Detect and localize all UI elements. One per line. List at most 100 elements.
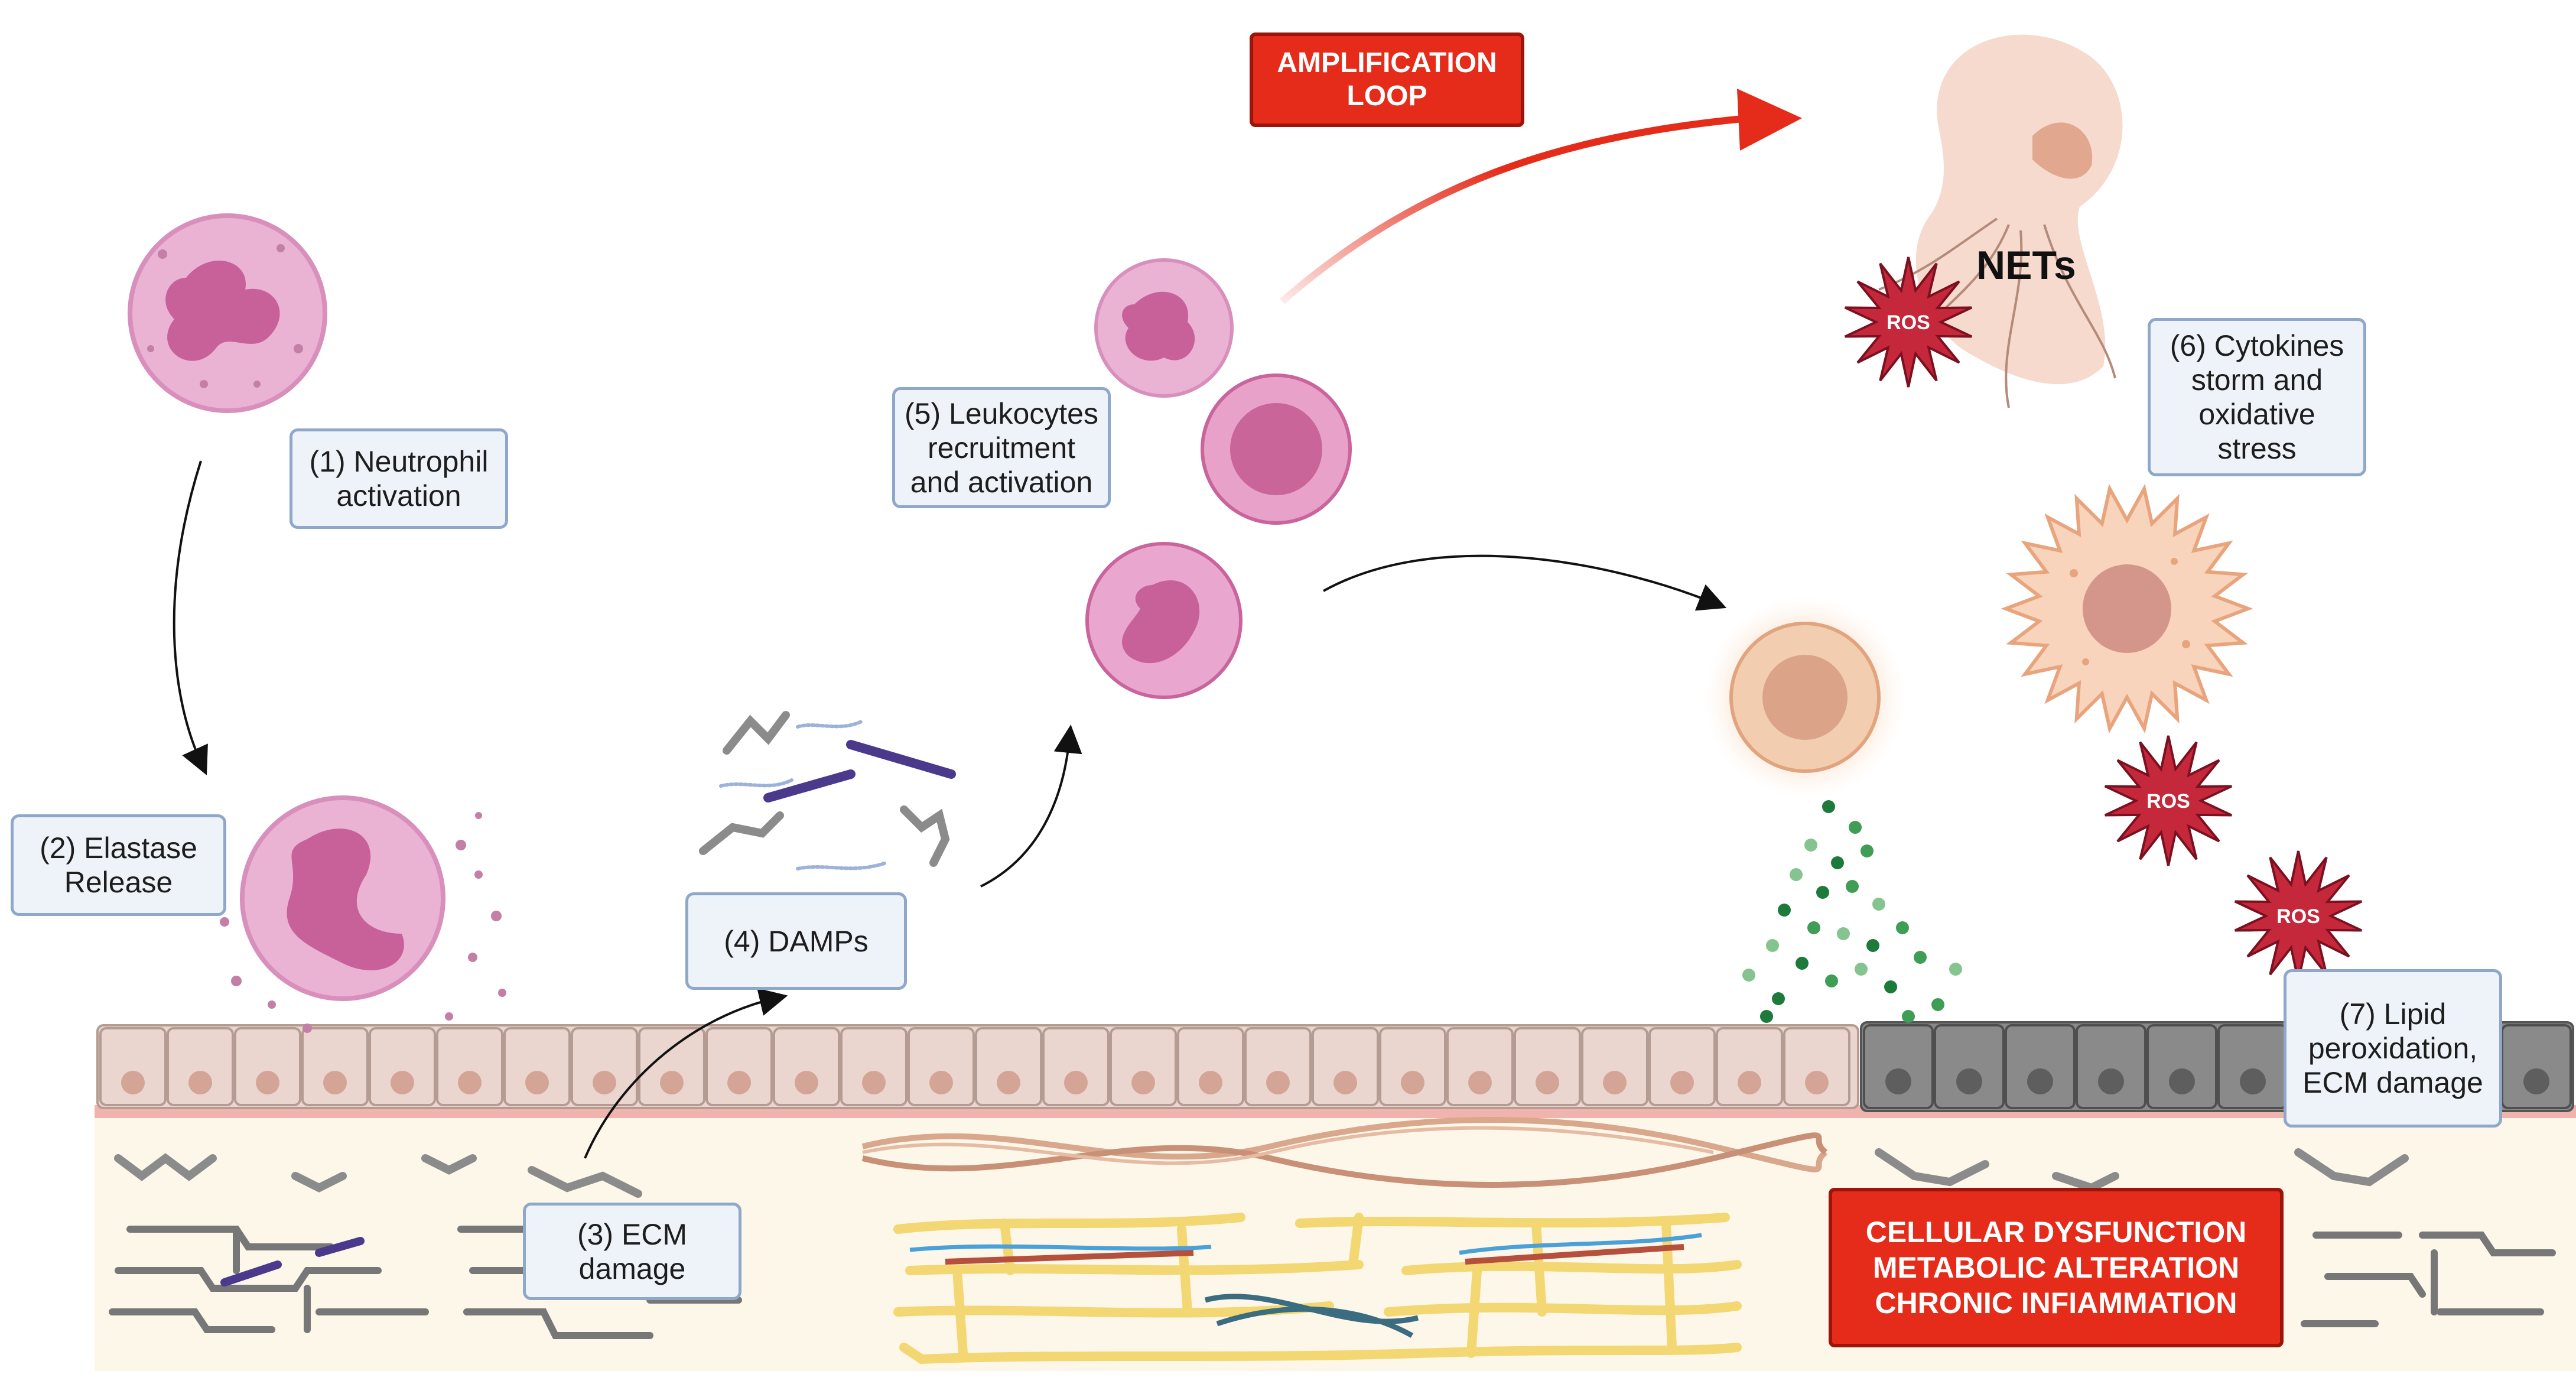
epithelial-cell-icon	[975, 1027, 1042, 1106]
cell-nucleus	[795, 1071, 818, 1094]
epithelial-cell-icon	[1379, 1027, 1446, 1106]
cell-nucleus	[1266, 1071, 1290, 1094]
cytokine-dot	[1796, 957, 1809, 970]
collagen-fiber-icon	[861, 1117, 1828, 1188]
epithelial-cell-icon	[234, 1027, 301, 1106]
cell-nucleus	[2027, 1068, 2053, 1094]
cytokine-dot	[1914, 951, 1927, 964]
cell-nucleus	[1333, 1071, 1357, 1094]
cytokine-dot	[1766, 939, 1779, 952]
epithelial-cell-icon	[1783, 1027, 1850, 1106]
cytokine-dot	[1825, 974, 1838, 987]
ecm-mesh	[893, 1213, 1742, 1364]
label-neutrophil-activation: (1) Neutrophil activation	[290, 428, 508, 529]
cell-nucleus	[256, 1071, 279, 1094]
cell-nucleus	[458, 1071, 482, 1094]
epithelial-cell-icon	[1581, 1027, 1648, 1106]
damaged-epithelial-cell-icon	[2501, 1024, 2572, 1109]
outcome-line: METABOLIC ALTERATION	[1872, 1251, 2240, 1284]
label-line: recruitment	[927, 431, 1076, 464]
epithelial-cell-icon	[1446, 1027, 1514, 1106]
cytokine-dot	[1742, 969, 1755, 982]
label-line: (3) ECM	[577, 1217, 688, 1251]
cytokine-dot	[1807, 921, 1820, 934]
epithelial-cell-row-healthy	[96, 1024, 1859, 1109]
cytokine-dot	[1837, 927, 1850, 940]
cell-nucleus	[1956, 1068, 1982, 1094]
arrow-damps-to-leukocytes	[980, 725, 1082, 888]
label-line: peroxidation,	[2308, 1032, 2478, 1065]
neutrophil-icon	[1085, 542, 1243, 699]
cell-nucleus	[1131, 1071, 1155, 1094]
damaged-epithelial-cell-icon	[2076, 1024, 2146, 1109]
label-line: (1) Neutrophil	[309, 445, 489, 478]
cell-nucleus	[2240, 1068, 2266, 1094]
cytokine-dot	[1790, 868, 1803, 881]
epithelial-cell-icon	[1648, 1027, 1716, 1106]
label-damps: (4) DAMPs	[685, 892, 907, 990]
glowing-cell-icon	[1705, 597, 1905, 798]
cell-nucleus	[727, 1071, 751, 1094]
cell-nucleus	[323, 1071, 347, 1094]
cell-nucleus	[997, 1071, 1020, 1094]
epithelial-cell-icon	[1177, 1027, 1244, 1106]
label-line: Release	[64, 866, 173, 899]
label-leukocytes-recruitment: (5) Leukocytes recruitment and activatio…	[892, 387, 1111, 508]
cell-nucleus	[2523, 1068, 2549, 1094]
label-elastase-release: (2) Elastase Release	[11, 814, 226, 916]
cytokine-dot	[1931, 998, 1944, 1011]
cell-nucleus	[929, 1071, 953, 1094]
amplification-loop-box: AMPLIFICATION LOOP	[1250, 33, 1524, 127]
svg-text:ROS: ROS	[1887, 311, 1930, 334]
neutrophil-icon	[128, 213, 327, 413]
cytokine-dot	[1855, 963, 1868, 976]
epithelial-cell-icon	[638, 1027, 705, 1106]
label-line: (2) Elastase	[40, 831, 197, 865]
cytokine-dot	[1949, 963, 1962, 976]
arrow-leukocytes-to-stress	[1323, 554, 1727, 611]
cell-nucleus	[391, 1071, 414, 1094]
label-line: (5) Leukocytes	[905, 397, 1098, 430]
cytokine-dot	[1872, 898, 1885, 911]
epithelial-cell-icon	[908, 1027, 975, 1106]
ecm-fragment-icon	[114, 1148, 2409, 1198]
cell-nucleus	[862, 1071, 886, 1094]
cytokine-dot	[1896, 921, 1909, 934]
epithelial-cell-icon	[1110, 1027, 1177, 1106]
cytokine-dot	[1884, 980, 1897, 993]
epithelial-cell-icon	[1312, 1027, 1379, 1106]
cytokine-dot	[1849, 821, 1862, 834]
lymphocyte-icon	[1201, 373, 1352, 525]
epithelial-cell-icon	[503, 1027, 571, 1106]
cytokine-dot	[1846, 880, 1859, 893]
arrow-damage-to-damps	[584, 988, 788, 1159]
epithelial-cell-icon	[705, 1027, 773, 1106]
cytokine-dot	[1760, 1010, 1773, 1023]
svg-text:ROS: ROS	[2146, 790, 2190, 813]
label-cytokines-storm: (6) Cytokines storm and oxidative stress	[2148, 318, 2366, 476]
cell-nucleus	[1670, 1071, 1694, 1094]
label-line: oxidative	[2198, 398, 2315, 431]
net-cell-icon	[1878, 34, 2123, 408]
cytokine-dot	[1772, 992, 1785, 1005]
cytokine-dot	[1778, 904, 1791, 917]
label-lipid-peroxidation: (7) Lipid peroxidation, ECM damage	[2284, 969, 2502, 1128]
damaged-epithelial-cell-icon	[2005, 1024, 2076, 1109]
cell-nucleus	[1064, 1071, 1088, 1094]
cytokine-particles	[1742, 800, 1962, 1023]
amplification-line: LOOP	[1346, 80, 1427, 112]
label-ecm-damage: (3) ECM damage	[523, 1203, 741, 1300]
cell-nucleus	[1401, 1071, 1424, 1094]
epithelial-cell-icon	[1716, 1027, 1783, 1106]
damaged-epithelial-cell-icon	[1863, 1024, 1934, 1109]
monocyte-icon	[1094, 258, 1234, 398]
epithelial-cell-icon	[99, 1027, 167, 1106]
cytokine-dot	[1902, 1010, 1915, 1023]
label-line: (6) Cytokines	[2170, 329, 2344, 362]
epithelial-cell-icon	[167, 1027, 234, 1106]
damaged-epithelial-cell-icon	[2217, 1024, 2288, 1109]
epithelial-cell-icon	[840, 1027, 908, 1106]
epithelial-cell-icon	[773, 1027, 840, 1106]
cytokine-dot	[1822, 800, 1835, 813]
